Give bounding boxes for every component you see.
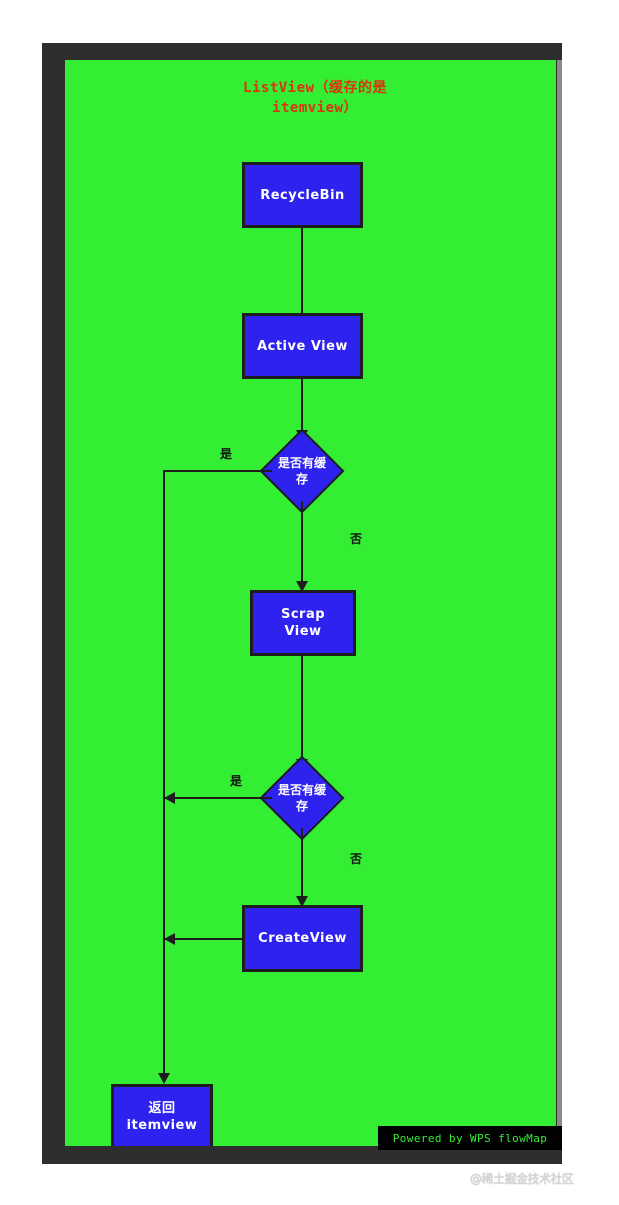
edge-label-cache2-yes: 是 [230, 774, 243, 788]
edge-label-cache2-no: 否 [350, 852, 363, 866]
arrowhead-scrapview [296, 581, 308, 592]
node-cache-check-2-label: 是否有缓 存 [277, 783, 326, 813]
edge-cache2-yes-horizontal [165, 797, 272, 799]
watermark-label: @稀土掘金技术社区 [470, 1172, 574, 1186]
edge-cache1-yes-horizontal [163, 470, 272, 472]
edge-cache2-no [301, 828, 303, 906]
edge-createview-return [165, 938, 242, 940]
arrowhead-createview-left [164, 933, 175, 945]
arrowhead-createview [296, 896, 308, 907]
node-recyclebin[interactable]: RecycleBin [242, 162, 363, 228]
edge-scrapview-cache2 [301, 656, 303, 768]
edge-cache1-no [301, 501, 303, 591]
flowchart-canvas: ListView（缓存的是 itemview） RecycleBin Activ… [65, 60, 556, 1146]
edge-recyclebin-activeview [301, 228, 303, 336]
diagram-frame: ListView（缓存的是 itemview） RecycleBin Activ… [42, 43, 562, 1164]
node-activeview[interactable]: Active View [242, 313, 363, 379]
node-createview[interactable]: CreateView [242, 905, 363, 972]
edge-label-cache1-yes: 是 [220, 447, 233, 461]
arrowhead-cache2-yes [164, 792, 175, 804]
page-title: ListView（缓存的是 itemview） [243, 80, 387, 116]
edge-activeview-cache1 [301, 379, 303, 439]
node-return-itemview[interactable]: 返回 itemview [111, 1084, 213, 1146]
node-scrapview[interactable]: Scrap View [250, 590, 356, 656]
edge-yes-vertical-rail [163, 470, 165, 1082]
powered-by-badge: Powered by WPS flowMap [378, 1126, 562, 1150]
powered-by-label: Powered by WPS flowMap [392, 1131, 548, 1145]
edge-label-cache1-no: 否 [350, 532, 363, 546]
node-cache-check-1-label: 是否有缓 存 [277, 456, 326, 486]
arrowhead-returnitem [158, 1073, 170, 1084]
canvas-scrollbar[interactable] [557, 60, 562, 1146]
